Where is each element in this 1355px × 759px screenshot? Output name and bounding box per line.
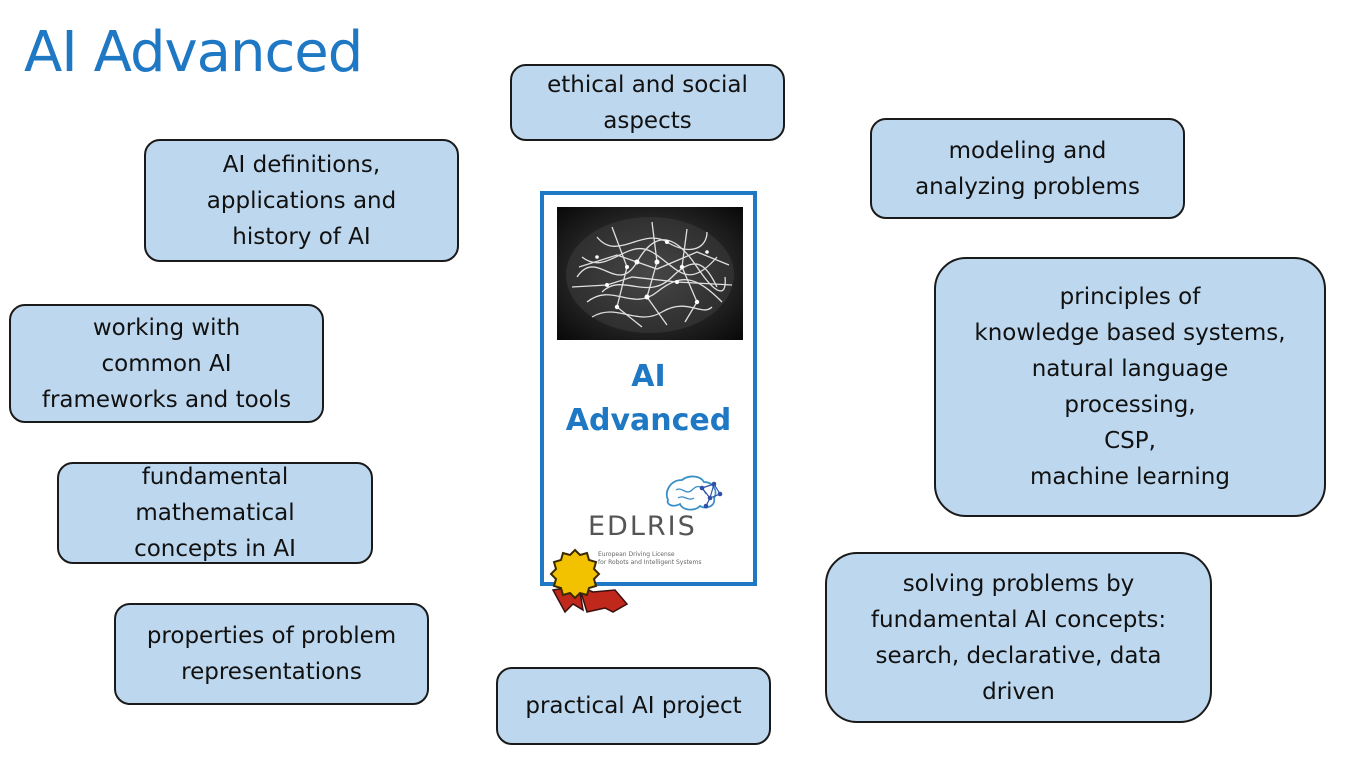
neural-brain-image	[557, 207, 743, 340]
topic-line: common AI	[101, 350, 232, 377]
card-title-line: AI	[631, 359, 666, 394]
topic-line: frameworks and tools	[41, 386, 292, 413]
course-card: AI Advanced EDLRIS	[540, 191, 757, 586]
topic-line: machine learning	[1030, 464, 1230, 490]
topic-problem-representations: properties of problem representations	[114, 603, 429, 705]
slide-title: AI Advanced	[24, 20, 363, 85]
topic-line: AI definitions,	[222, 151, 381, 178]
topic-line: properties of problem	[146, 623, 397, 649]
topic-line: aspects	[603, 107, 692, 134]
topic-line: natural language	[1031, 356, 1229, 382]
award-badge-icon	[543, 546, 633, 620]
topic-line: ethical and social	[547, 71, 748, 98]
edlris-logo-subtitle: European Driving License for Robots and …	[598, 551, 701, 567]
topic-line: driven	[982, 678, 1055, 705]
topic-line: search, declarative, data	[875, 642, 1162, 669]
topic-line: principles of	[1059, 284, 1201, 310]
topic-line: CSP,	[1104, 428, 1156, 454]
edlris-logo-text: EDLRIS	[588, 511, 697, 542]
edlris-brain-logo-icon	[662, 474, 724, 518]
topic-ai-definitions: AI definitions, applications and history…	[144, 139, 459, 262]
topic-line: fundamental AI concepts:	[870, 606, 1167, 633]
topic-principles: principles of knowledge based systems, n…	[934, 257, 1326, 517]
topic-line: fundamental	[141, 464, 289, 490]
topic-line: practical AI project	[525, 693, 742, 719]
topic-line: mathematical	[135, 500, 295, 526]
neural-network-icon	[566, 217, 734, 333]
logo-subtitle-line: European Driving License	[598, 551, 675, 558]
topic-practical-project: practical AI project	[496, 667, 771, 745]
topic-line: processing,	[1064, 392, 1196, 418]
topic-line: modeling and	[948, 137, 1107, 164]
topic-line: applications and	[206, 187, 397, 214]
topic-modeling-problems: modeling and analyzing problems	[870, 118, 1185, 219]
topic-line: analyzing problems	[915, 173, 1140, 200]
topic-line: knowledge based systems,	[974, 320, 1286, 346]
topic-math-concepts: fundamental mathematical concepts in AI	[57, 462, 373, 564]
logo-subtitle-line: for Robots and Intelligent Systems	[598, 559, 702, 566]
topic-line: history of AI	[232, 223, 371, 250]
topic-ai-frameworks: working with common AI frameworks and to…	[9, 304, 324, 423]
card-title: AI Advanced	[544, 355, 753, 443]
card-title-line: Advanced	[565, 403, 732, 438]
topic-line: representations	[181, 659, 362, 685]
topic-solving-problems: solving problems by fundamental AI conce…	[825, 552, 1212, 723]
topic-ethical-social-aspects: ethical and social aspects	[510, 64, 785, 141]
topic-line: solving problems by	[902, 570, 1135, 597]
topic-line: working with	[92, 314, 241, 341]
topic-line: concepts in AI	[134, 536, 296, 562]
